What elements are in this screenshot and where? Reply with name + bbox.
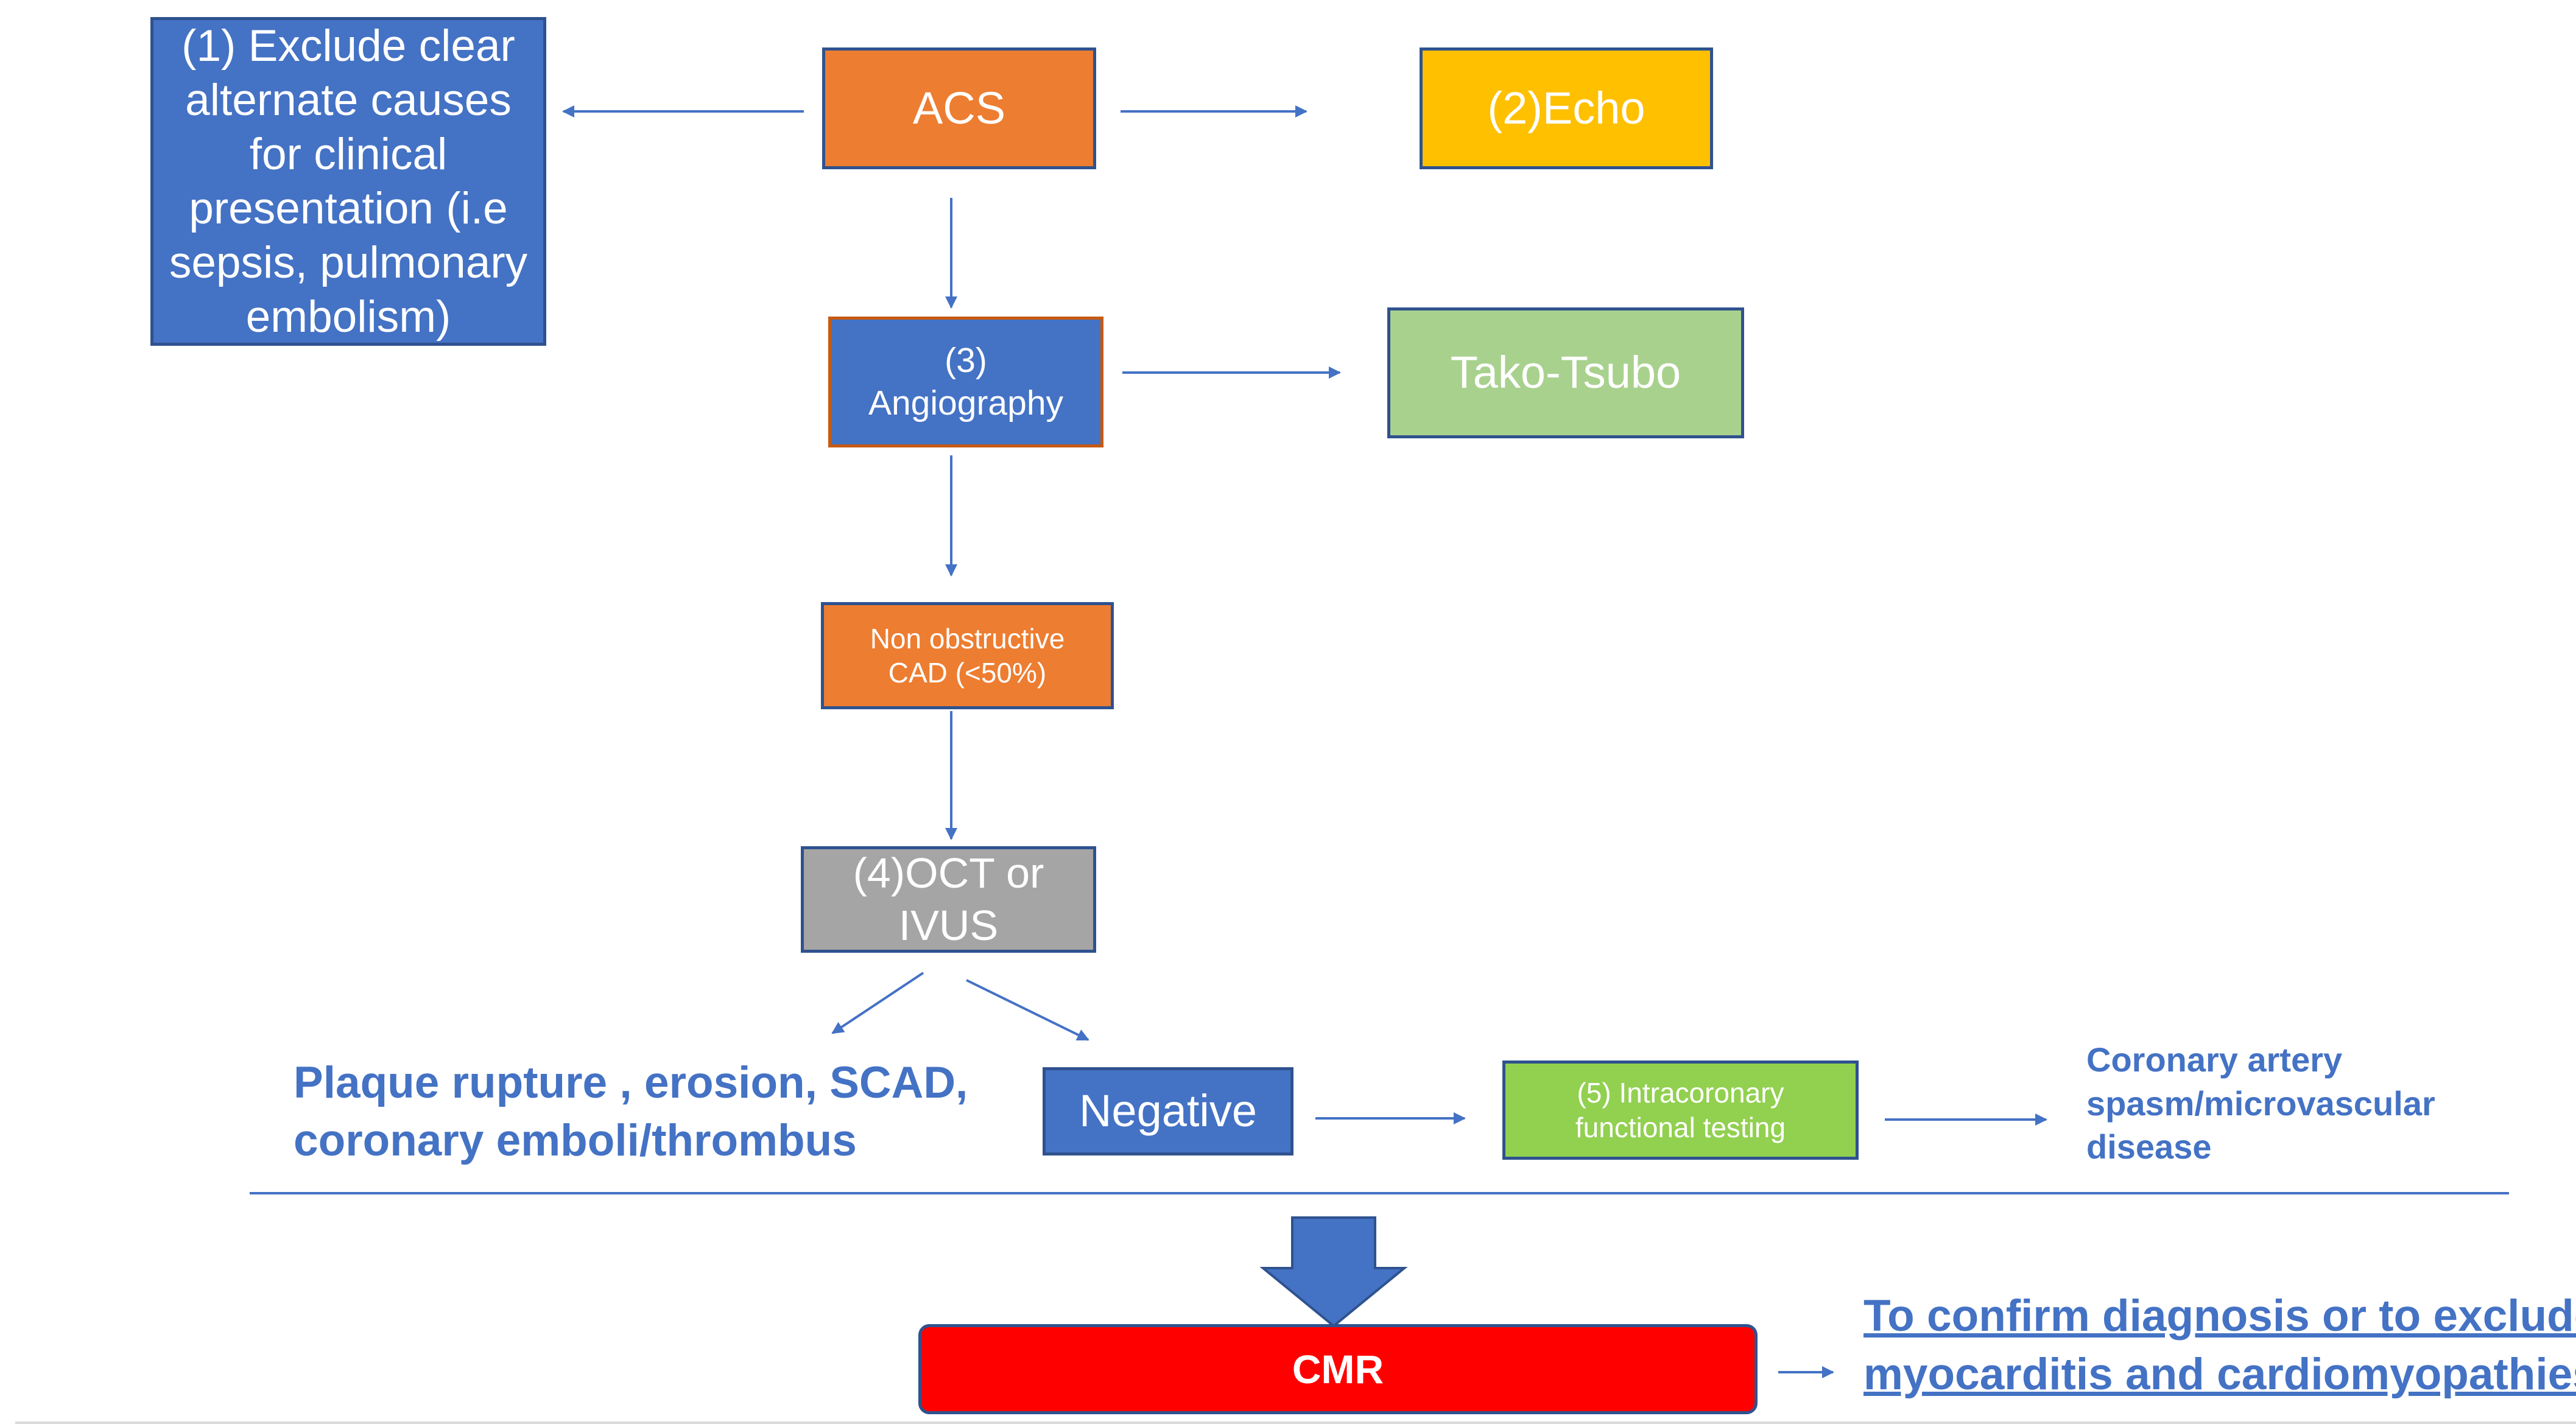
arrow-oct-to-negative: [966, 979, 1089, 1041]
angiography-node: (3) Angiography: [828, 317, 1103, 447]
plaque-line-2: coronary emboli/thrombus: [294, 1115, 857, 1165]
oct-ivus-node: (4)OCT or IVUS: [801, 846, 1096, 953]
plaque-line-1: Plaque rupture , erosion, SCAD,: [294, 1058, 968, 1107]
big-down-arrow: [1259, 1216, 1408, 1328]
spasm-line-3: disease: [2086, 1127, 2212, 1166]
section-divider: [250, 1192, 2509, 1194]
cmr-node: CMR: [918, 1324, 1758, 1414]
plaque-outcome-label: Plaque rupture , erosion, SCAD, coronary…: [294, 1054, 968, 1170]
arrow-oct-to-plaque: [831, 972, 924, 1034]
intracoronary-testing-node: (5) Intracoronary functional testing: [1502, 1061, 1859, 1160]
negative-node: Negative: [1043, 1067, 1293, 1155]
spasm-outcome-label: Coronary artery spasm/microvascular dise…: [2086, 1038, 2435, 1169]
spasm-line-1: Coronary artery: [2086, 1040, 2343, 1079]
acs-node: ACS: [822, 47, 1096, 169]
echo-node: (2)Echo: [1420, 47, 1713, 169]
exclude-causes-node: (1) Exclude clear alternate causes for c…: [150, 17, 546, 346]
non-obstructive-cad-node: Non obstructive CAD (<50%): [821, 602, 1114, 709]
confirm-line-1: To confirm diagnosis or to exclude: [1863, 1291, 2576, 1341]
spasm-line-2: spasm/microvascular: [2086, 1084, 2435, 1123]
confirm-line-2: myocarditis and cardiomyopathies: [1863, 1350, 2576, 1400]
takotsubo-node: Tako-Tsubo: [1387, 307, 1744, 438]
confirm-diagnosis-label: To confirm diagnosis or to exclude myoca…: [1863, 1287, 2576, 1404]
bottom-divider: [15, 1422, 2576, 1424]
